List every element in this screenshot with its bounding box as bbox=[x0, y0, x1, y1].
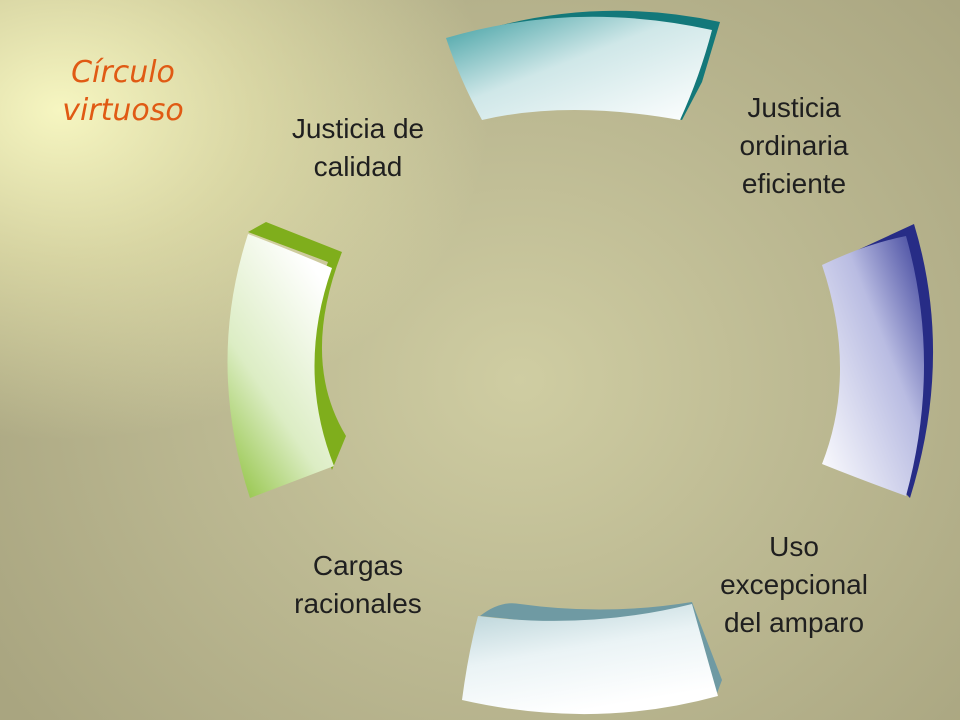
cycle-segment-bottom bbox=[462, 602, 722, 715]
stage-label-justicia-ordinaria-eficiente: Justicia ordinaria eficiente bbox=[694, 89, 894, 203]
stage-label-line: Uso bbox=[769, 531, 819, 562]
stage-label-line: ordinaria bbox=[739, 130, 849, 161]
stage-label-uso-excepcional-del-amparo: Uso excepcional del amparo bbox=[694, 528, 894, 642]
cycle-segment-top-face bbox=[446, 16, 712, 120]
stage-label-cargas-racionales: Cargas racionales bbox=[258, 547, 458, 623]
stage-label-line: Justicia de bbox=[291, 113, 425, 144]
stage-label-line: eficiente bbox=[741, 168, 847, 199]
stage-label-line: del amparo bbox=[723, 607, 865, 638]
cycle-segment-top bbox=[446, 10, 720, 120]
slide-title-line-1: Círculo bbox=[71, 55, 175, 90]
slide-title: Círculo virtuoso bbox=[28, 54, 218, 130]
stage-label-line: Cargas bbox=[312, 550, 404, 581]
cycle-segment-left-face bbox=[227, 234, 334, 498]
stage-label-line: racionales bbox=[294, 588, 422, 619]
stage-label-justicia-de-calidad: Justicia de calidad bbox=[258, 110, 458, 186]
slide-title-line-2: virtuoso bbox=[62, 93, 184, 128]
cycle-segment-right bbox=[822, 224, 934, 498]
stage-label-line: excepcional bbox=[720, 569, 868, 600]
stage-label-line: Justicia bbox=[747, 92, 841, 123]
cycle-segment-right-face bbox=[822, 236, 924, 496]
cycle-segment-bottom-face bbox=[462, 604, 718, 715]
cycle-segment-left bbox=[227, 222, 346, 498]
stage-label-line: calidad bbox=[313, 151, 403, 182]
